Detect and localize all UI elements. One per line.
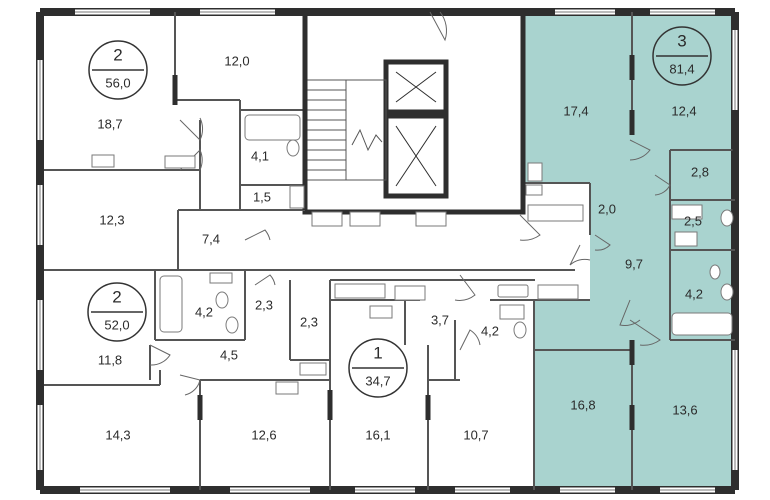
highlighted-apartment-fill (524, 12, 735, 490)
room-area[interactable]: 12,4 (671, 103, 696, 118)
toilet (709, 264, 721, 280)
room-area-labels: 12,0 18,7 4,1 1,5 12,3 7,4 4,2 2,3 2,3 1… (97, 53, 709, 442)
apt-2a-area: 56,0 (105, 75, 130, 90)
thick-walls (172, 12, 738, 430)
apt-2a-rooms: 2 (113, 45, 122, 64)
room-area[interactable]: 16,8 (570, 397, 595, 412)
sink (275, 381, 299, 395)
sink (527, 162, 543, 182)
washer (671, 204, 703, 220)
room-area[interactable]: 4,5 (220, 347, 238, 362)
room-area[interactable]: 4,2 (195, 304, 213, 319)
apt-1-rooms: 1 (373, 343, 382, 362)
washer (289, 185, 305, 209)
room-area[interactable]: 4,2 (685, 286, 703, 301)
washer (299, 362, 327, 376)
apartment-badges (87, 26, 712, 398)
room-area[interactable]: 7,4 (202, 231, 220, 246)
room-area[interactable]: 2,3 (255, 297, 273, 312)
washer (394, 285, 426, 301)
bathtub (244, 114, 301, 141)
apartment-badge-text: 2 56,0 2 52,0 1 34,7 3 81,4 (104, 31, 694, 388)
bathtub (497, 284, 529, 298)
washer (415, 211, 447, 227)
room-area[interactable]: 9,7 (625, 256, 643, 271)
room-area[interactable]: 12,0 (224, 53, 249, 68)
washer (537, 284, 579, 300)
apt-3-rooms: 3 (677, 31, 686, 50)
sink (499, 304, 525, 320)
apt-1-area: 34,7 (365, 373, 390, 388)
sink (209, 272, 233, 284)
room-area[interactable]: 2,8 (691, 164, 709, 179)
toilet (720, 209, 734, 227)
room-area[interactable]: 11,8 (98, 352, 122, 367)
window-lines (39, 11, 736, 491)
room-area[interactable]: 3,7 (431, 312, 449, 327)
washer (164, 155, 196, 169)
room-area[interactable]: 4,2 (481, 323, 499, 338)
fixtures (91, 114, 734, 395)
room-area[interactable]: 12,3 (99, 212, 124, 227)
apt-3-area: 81,4 (669, 61, 694, 76)
room-area[interactable]: 12,6 (251, 427, 276, 442)
washer (349, 211, 381, 227)
room-area[interactable]: 2,3 (300, 314, 318, 329)
room-area[interactable]: 4,1 (251, 148, 269, 163)
room-area[interactable]: 18,7 (97, 116, 122, 131)
stair-core (302, 9, 526, 215)
toilet (225, 316, 239, 334)
washer (334, 283, 386, 299)
room-area[interactable]: 13,6 (672, 402, 697, 417)
room-area[interactable]: 2,0 (598, 201, 616, 216)
toilet (513, 321, 527, 339)
toilet (215, 291, 229, 309)
interior-walls (44, 12, 735, 490)
room-area[interactable]: 1,5 (253, 189, 271, 204)
room-area[interactable]: 14,3 (105, 427, 130, 442)
washer (311, 211, 343, 227)
sink (91, 154, 115, 168)
room-area[interactable]: 10,7 (463, 427, 488, 442)
room-area[interactable]: 17,4 (563, 103, 588, 118)
sink (674, 231, 698, 247)
room-area[interactable]: 2,5 (684, 213, 702, 228)
apt-2b-rooms: 2 (112, 287, 121, 306)
door-swings (149, 11, 671, 396)
bathtub (671, 312, 733, 336)
toilet (720, 283, 734, 301)
washer (525, 184, 543, 196)
apt-2b-area: 52,0 (104, 317, 129, 332)
sink (369, 305, 393, 319)
room-area[interactable]: 16,1 (365, 427, 390, 442)
bathtub (159, 275, 183, 333)
toilet (286, 139, 300, 157)
apt-3-fill[interactable] (524, 12, 735, 490)
washer (527, 204, 584, 222)
